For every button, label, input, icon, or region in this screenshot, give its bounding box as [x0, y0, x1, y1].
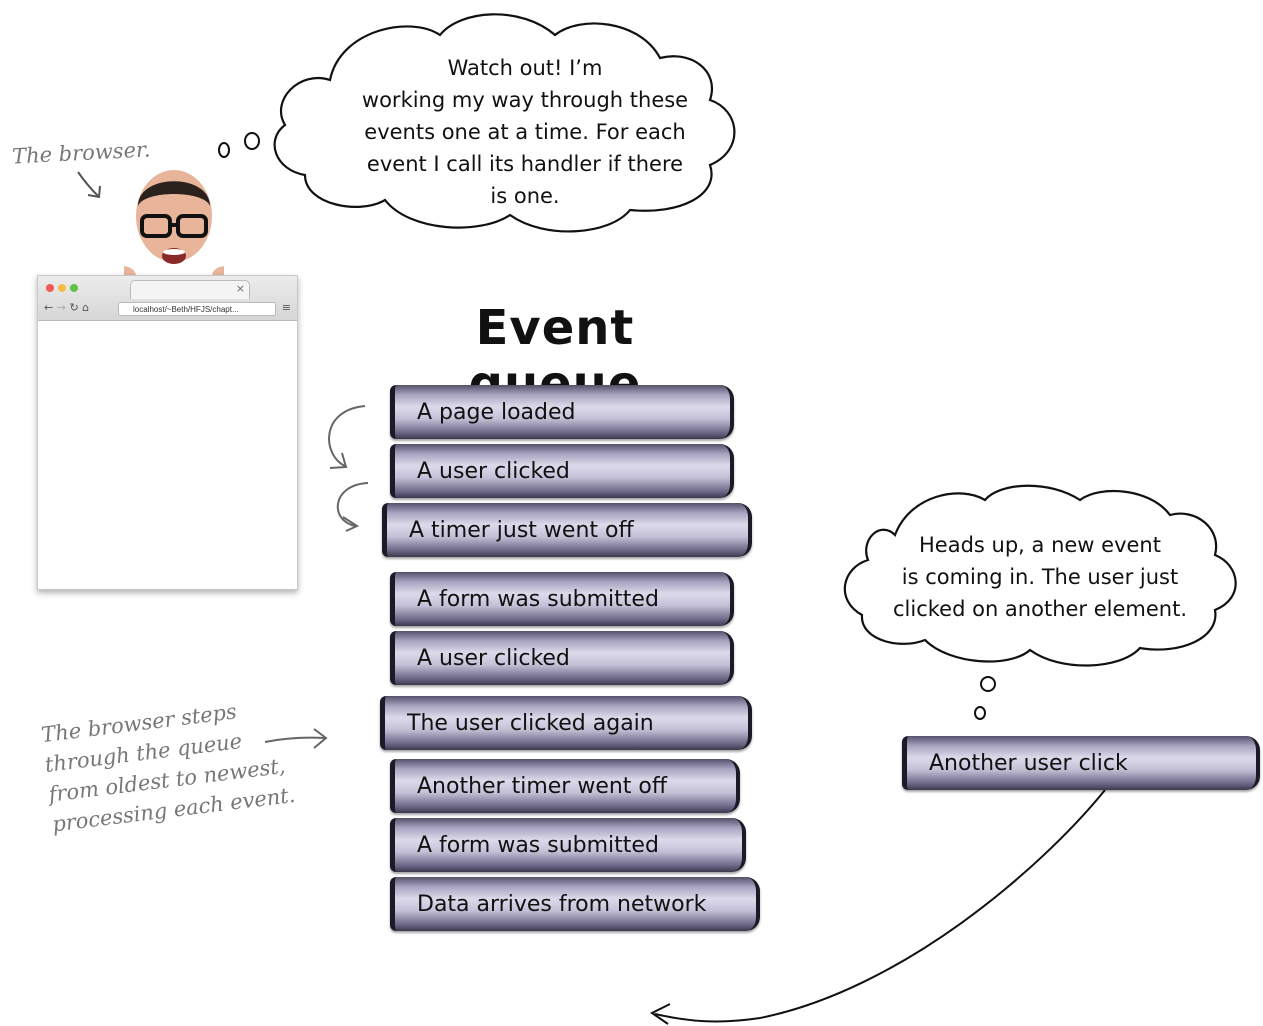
incoming-event: Another user click [902, 736, 1260, 790]
queue-event: Another timer went off [390, 759, 740, 813]
browser-thought-text: Watch out! I’m working my way through th… [330, 52, 720, 212]
minimize-window-dot[interactable] [58, 284, 66, 292]
thought-line: is one. [490, 184, 560, 208]
address-bar[interactable]: localhost/~Beth/HFJS/chapt... [118, 302, 276, 316]
thought-line: Watch out! I’m [447, 56, 603, 80]
queue-event: A form was submitted [390, 818, 746, 872]
back-arrow-icon[interactable]: ← [44, 301, 54, 314]
browser-character-illustration [108, 170, 240, 286]
home-icon[interactable]: ⌂ [82, 301, 90, 314]
thought-line: events one at a time. For each [364, 120, 686, 144]
browser-nav-icons: ← → ↻ ⌂ [44, 301, 89, 314]
incoming-event-arrowhead [650, 1003, 671, 1025]
queue-event: Data arrives from network [390, 877, 760, 931]
thought-bubble-right-medium [980, 676, 996, 692]
queue-title: Event queue [468, 300, 642, 412]
queue-event: A page loaded [390, 385, 734, 439]
thought-line: Heads up, a new event [919, 533, 1161, 557]
url-text: localhost/~Beth/HFJS/chapt... [133, 305, 239, 314]
thought-cloud-right [843, 484, 1237, 667]
browser-label-arrowhead [87, 185, 101, 199]
tab-close-icon[interactable]: × [235, 282, 245, 295]
queue-event: The user clicked again [380, 696, 752, 750]
steps-note-arrow [264, 736, 326, 743]
browser-character [108, 168, 240, 288]
thought-cloud-large [273, 13, 736, 233]
menu-icon[interactable]: ≡ [281, 301, 291, 314]
queue-event: A form was submitted [390, 572, 734, 626]
zoom-window-dot[interactable] [70, 284, 78, 292]
thought-bubble-medium [244, 132, 260, 150]
curved-arrowhead-2 [342, 516, 360, 532]
thought-bubble-small [218, 142, 230, 158]
queue-event: A user clicked [390, 444, 734, 498]
reload-icon[interactable]: ↻ [69, 301, 79, 314]
steps-note-arrowhead [313, 728, 328, 749]
new-event-thought-text: Heads up, a new event is coming in. The … [872, 529, 1208, 625]
thought-line: working my way through these [361, 88, 689, 112]
thought-line: event I call its handler if there [366, 152, 684, 176]
incoming-event-arrow [654, 789, 1106, 1023]
thought-bubble-right-small [974, 706, 986, 720]
curved-arrowhead-1 [329, 452, 348, 469]
queue-event: A timer just went off [382, 503, 752, 557]
thought-line: clicked on another element. [893, 597, 1187, 621]
curved-arrow-icon [328, 405, 366, 467]
queue-event: A user clicked [390, 631, 734, 685]
browser-window: × ← → ↻ ⌂ localhost/~Beth/HFJS/chapt... … [37, 275, 298, 590]
browser-chrome: × ← → ↻ ⌂ localhost/~Beth/HFJS/chapt... … [38, 276, 297, 321]
browser-label-arrow [77, 171, 99, 197]
browser-tab[interactable]: × [130, 280, 250, 299]
curved-arrow-icon [336, 482, 369, 527]
forward-arrow-icon[interactable]: → [56, 301, 66, 314]
thought-line: is coming in. The user just [901, 565, 1179, 589]
close-window-dot[interactable] [46, 284, 54, 292]
